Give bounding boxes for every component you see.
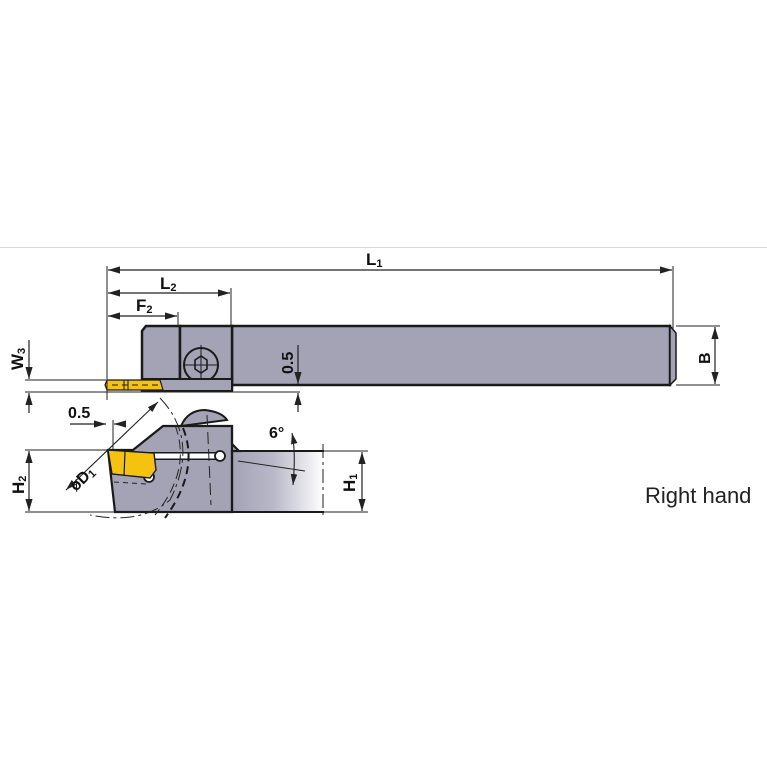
shank-side [232,451,324,512]
dim-D1: øD1 [65,401,159,495]
shank-chamfer [669,323,677,387]
side-view [89,397,324,519]
svg-text:W3: W3 [8,348,28,370]
hand-caption: Right hand [645,483,752,508]
dim-H1: H1 [324,450,368,513]
insert-side [107,449,157,479]
svg-text:H1: H1 [340,474,360,492]
svg-text:L1: L1 [366,250,383,270]
dim-B: B [676,325,720,386]
svg-text:øD1: øD1 [67,463,99,495]
shank-body [230,324,672,387]
dim-F2: F2 [108,296,179,326]
svg-text:6°: 6° [269,425,284,442]
top-view [104,323,677,392]
svg-text:L2: L2 [160,274,177,294]
svg-text:H2: H2 [9,476,29,494]
svg-text:F2: F2 [136,296,153,316]
dim-angle: 6° [269,425,298,486]
dim-L2: L2 [108,274,232,326]
dim-H2: H2 [9,449,115,513]
svg-text:0.5: 0.5 [280,352,297,374]
dim-offset-top: 0.5 [280,345,302,412]
dim-W3: W3 [8,340,300,413]
svg-text:0.5: 0.5 [68,405,90,422]
svg-text:B: B [697,352,714,364]
dim-offset-side: 0.5 [68,405,126,450]
dim-L1: L1 [106,250,674,400]
top-border-line [0,247,767,248]
